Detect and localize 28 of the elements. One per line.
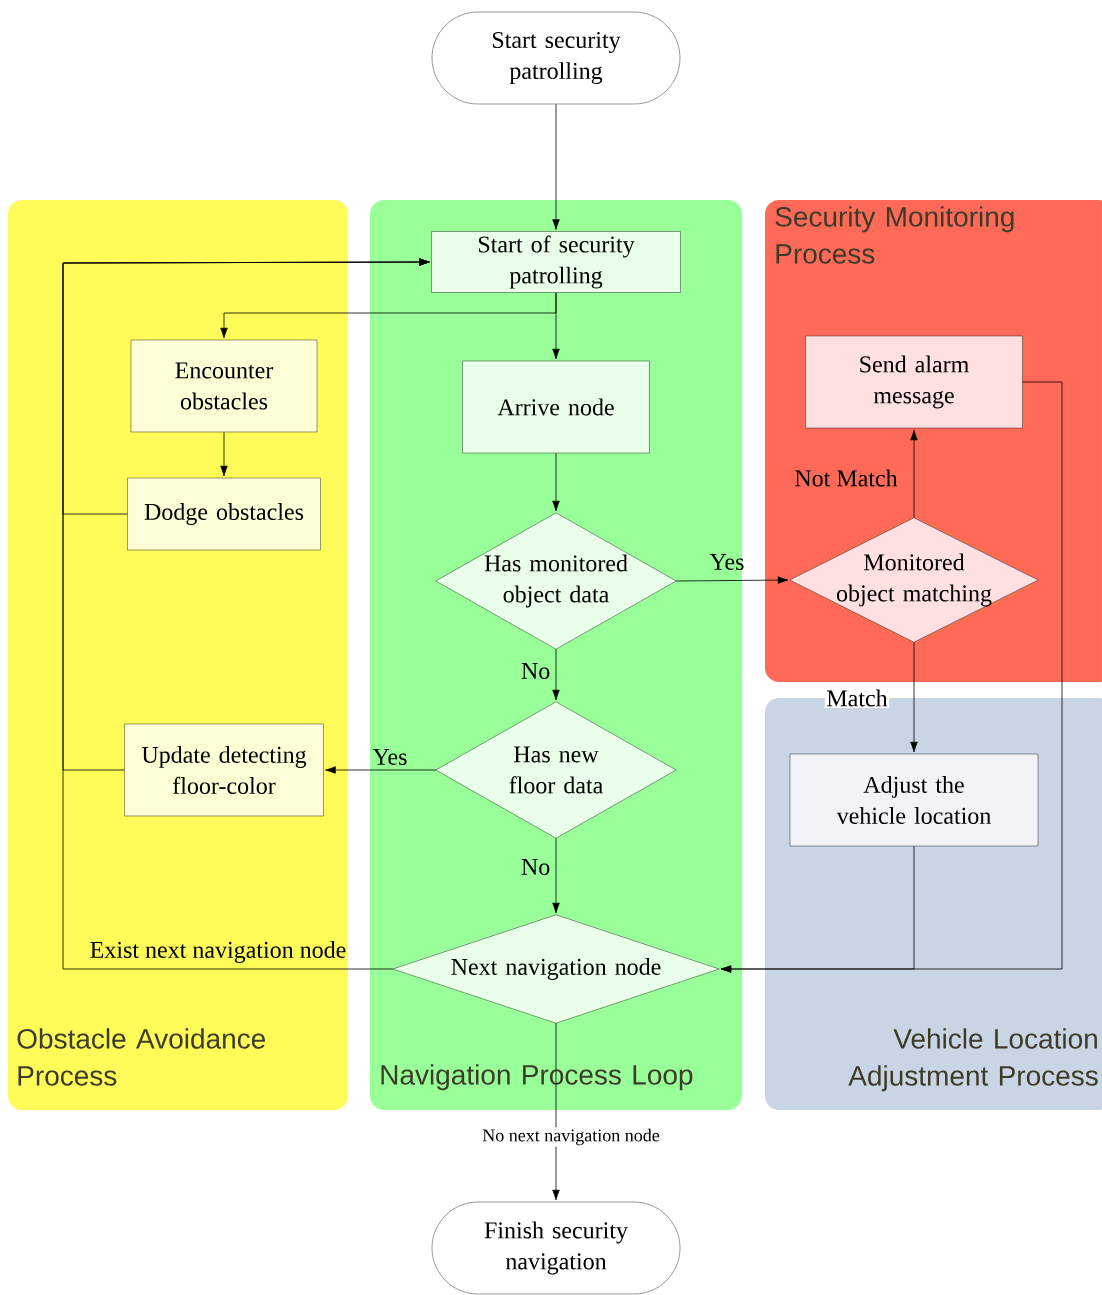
edge-label: Yes: [709, 554, 744, 570]
arrow: [552, 1022, 560, 1201]
arrow: [552, 837, 560, 914]
edge-label: Yes: [372, 749, 407, 765]
arrow: [910, 429, 918, 519]
arrow: [910, 641, 918, 753]
process-box: Arrive node: [462, 360, 650, 454]
arrow: [62, 258, 430, 970]
arrow: [552, 292, 560, 360]
arrow: [325, 766, 437, 774]
edge-label: Not Match: [795, 469, 898, 487]
edge-label: No: [521, 859, 550, 875]
process-box: Update detecting floor-color: [124, 723, 324, 817]
arrow: [720, 381, 1063, 973]
arrow: [552, 648, 560, 701]
edge-label: No next navigation node: [480, 1127, 662, 1147]
edge-label: Match: [824, 688, 890, 708]
arrow: [552, 452, 560, 512]
process-box: Dodge obstacles: [127, 477, 321, 551]
edge-label: No: [521, 663, 550, 679]
arrow: [552, 103, 560, 230]
edge-label: Exist next navigation node: [90, 941, 346, 963]
arrow: [675, 576, 789, 584]
arrow: [220, 431, 228, 477]
process-box: Adjust the vehicle location: [789, 753, 1039, 847]
process-box: Send alarm message: [805, 335, 1023, 429]
process-box: Start of security patrolling: [431, 231, 681, 293]
process-box: Encounter obstacles: [130, 339, 318, 433]
